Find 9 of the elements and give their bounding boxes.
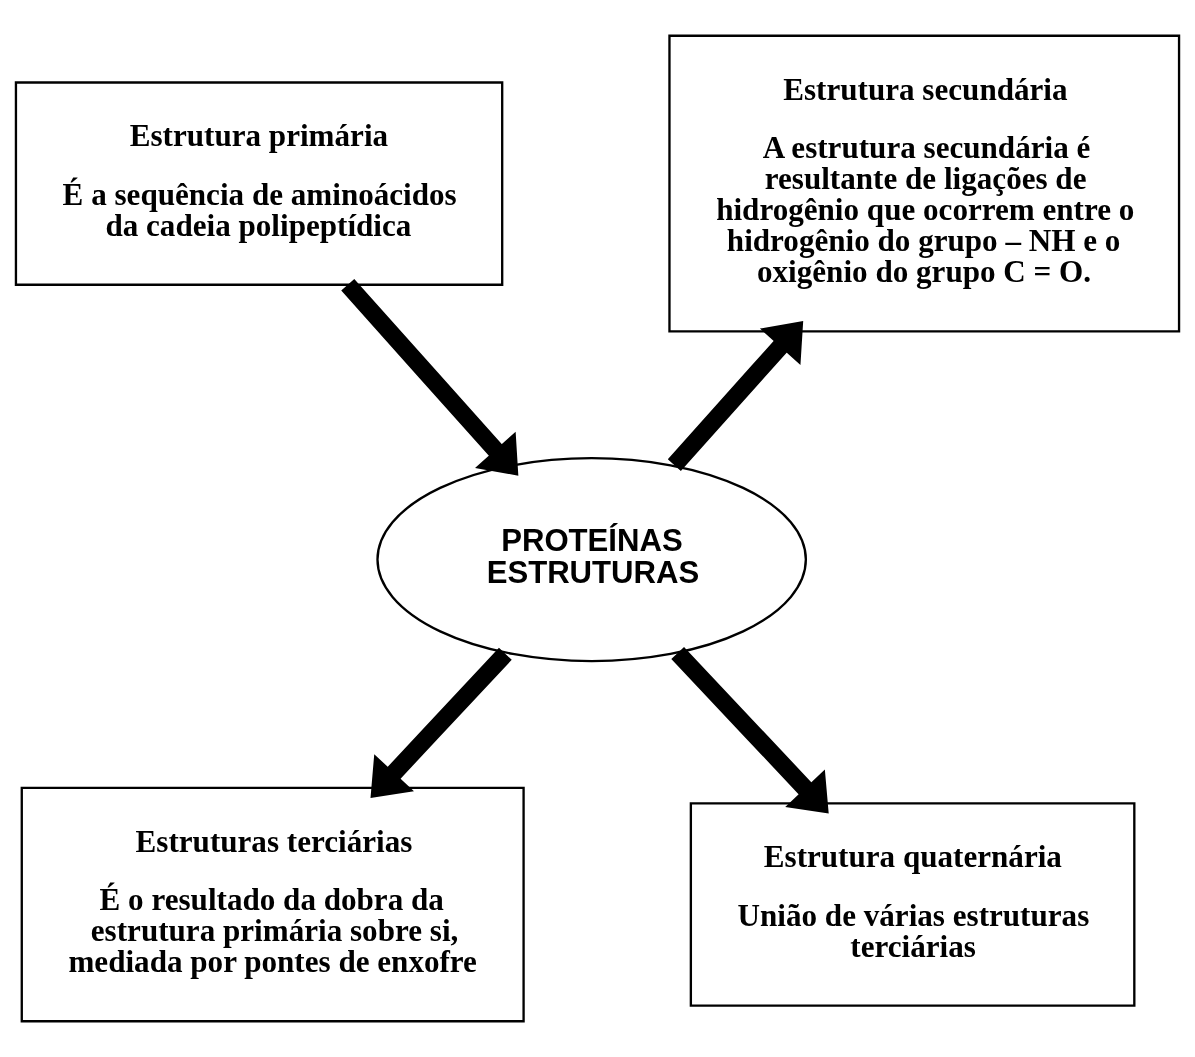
node-box: Estrutura secundária A estrutura secundária é resultante de ligações de hidrogênio que ocorrem entre o hidrogênio do grupo – NH e o oxigênio do grupo C = O.: [668, 34, 1181, 333]
arrow: [370, 647, 512, 798]
node-box: Estrutura primária É a sequência de aminoácidos da cadeia polipeptídica: [14, 81, 504, 286]
arrow: [341, 278, 519, 476]
arrow: [671, 646, 829, 814]
arrow: [667, 321, 804, 471]
node-box: Estruturas terciárias É o resultado da dobra da estrutura primária sobre si, mediada por pontes de enxofre: [20, 786, 525, 1023]
node-ellipse: PROTEÍNAS ESTRUTURAS: [376, 457, 807, 663]
node-box: Estrutura quaternária União de várias estruturas terciárias: [689, 802, 1136, 1007]
